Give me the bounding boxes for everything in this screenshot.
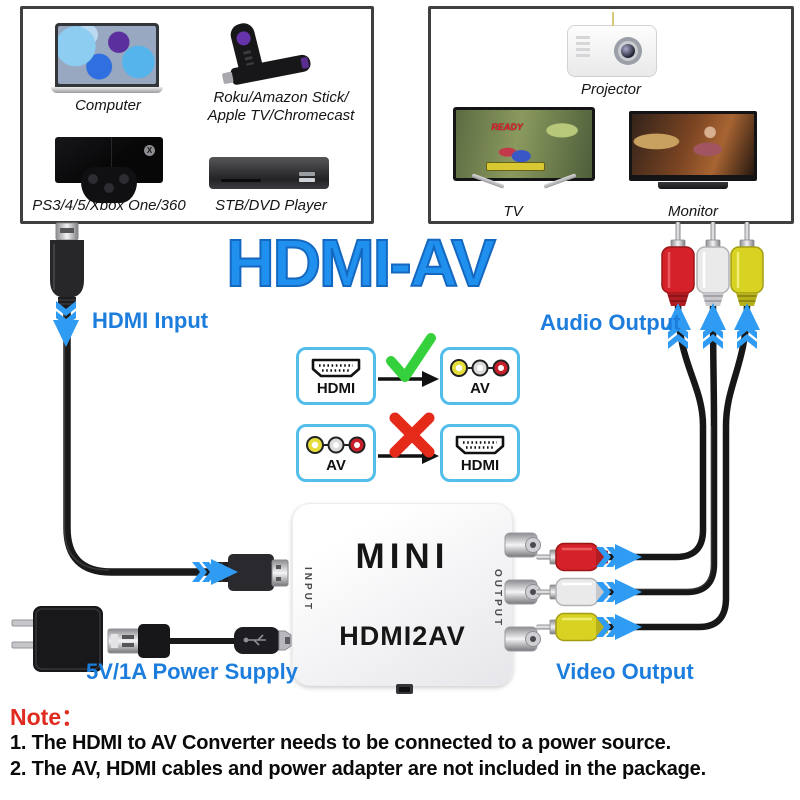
tv-image: READY [453, 107, 595, 193]
monitor-label: Monitor [667, 203, 719, 220]
converter-input-label: INPUT [302, 567, 313, 612]
audio-rca-connectors [661, 222, 764, 306]
converter-model: HDMI2AV [339, 621, 466, 651]
note-line-2: 2. The AV, HDMI cables and power adapter… [10, 757, 706, 780]
remote-dpad [235, 29, 253, 47]
computer-image [51, 23, 163, 101]
rca-white-connector [696, 222, 730, 306]
projector-image [567, 12, 657, 77]
audio-arrow-white-icon [700, 303, 726, 349]
rca-red-plug [536, 542, 608, 572]
hdmi-port-icon [455, 435, 505, 455]
cross-icon [389, 412, 435, 458]
av-ports-icon [450, 359, 510, 377]
hdmi-box-label: HDMI [316, 380, 356, 397]
game-controller-image [81, 167, 137, 203]
hdmi-cable [63, 300, 220, 576]
video-arrow-white-icon [596, 579, 642, 605]
tv-label: TV [503, 203, 523, 220]
stb-dvd-image [209, 157, 329, 189]
computer-label: Computer [75, 97, 141, 114]
game-console-label: PS3/4/5/Xbox One/360 [32, 197, 186, 214]
note-line-1: 1. The HDMI to AV Converter needs to be … [10, 732, 671, 754]
rca-yellow-plug [536, 612, 608, 642]
audio-output-label: Audio Output [540, 310, 681, 335]
note-heading: Note： [10, 704, 85, 730]
rca-white-plug [536, 577, 608, 607]
usb-cable [107, 624, 292, 658]
rca-yellow-connector [730, 222, 764, 306]
av-cables [602, 300, 751, 631]
av-box-label: AV [470, 380, 490, 397]
hdmi-input-connector [50, 222, 84, 308]
audio-arrow-yellow-icon [734, 303, 760, 349]
hdmi-plug-arrow-icon [192, 559, 238, 585]
rca-red-connector [661, 222, 695, 306]
stick-hdmi-tip [221, 71, 234, 85]
hdmi-port-icon [311, 358, 361, 378]
projector-label: Projector [580, 81, 642, 98]
laptop-screen [55, 23, 159, 87]
remote-buttons [242, 50, 252, 55]
hdmi-box-label: HDMI [460, 457, 500, 474]
hdmi-input-arrow-icon [53, 301, 79, 347]
av-target-box: AV [440, 347, 520, 405]
video-arrow-yellow-icon [596, 614, 642, 640]
av-box-label: AV [326, 457, 346, 474]
tv-screen-text: READY [491, 122, 523, 133]
laptop-base [51, 87, 163, 93]
display-devices-box: Projector READY TV Monitor [428, 6, 794, 224]
hdmi-input-label: HDMI Input [92, 308, 209, 333]
hdmi-target-box: HDMI [440, 424, 520, 482]
power-supply-label: 5V/1A Power Supply [86, 659, 298, 684]
checkmark-icon [386, 333, 436, 382]
hdmi2av-converter-device: MINI INPUT OUTPUT HDMI2AV [292, 503, 513, 686]
hdmi-plug [212, 554, 289, 591]
av-ports-icon [306, 436, 366, 454]
converter-brand: MINI [355, 537, 450, 576]
video-arrow-red-icon [596, 544, 642, 570]
streaming-stick-label: Roku/Amazon Stick/ Apple TV/Chromecast [207, 89, 355, 124]
video-output-label: Video Output [556, 659, 694, 684]
hdmi-source-box: HDMI [296, 347, 376, 405]
mini-usb-plug [234, 627, 292, 654]
source-devices-box: Computer Roku/Amazon Stick/ Apple TV/Chr… [20, 6, 374, 224]
page-title: HDMI-AV [225, 225, 497, 302]
note-section: Note： 1. The HDMI to AV Converter needs … [10, 703, 794, 782]
video-rca-plugs [536, 542, 608, 642]
converter-output-label: OUTPUT [492, 569, 503, 629]
stick-brand-tag [300, 56, 310, 69]
monitor-image [629, 111, 757, 197]
stb-dvd-label: STB/DVD Player [215, 197, 327, 214]
av-source-box: AV [296, 424, 376, 482]
